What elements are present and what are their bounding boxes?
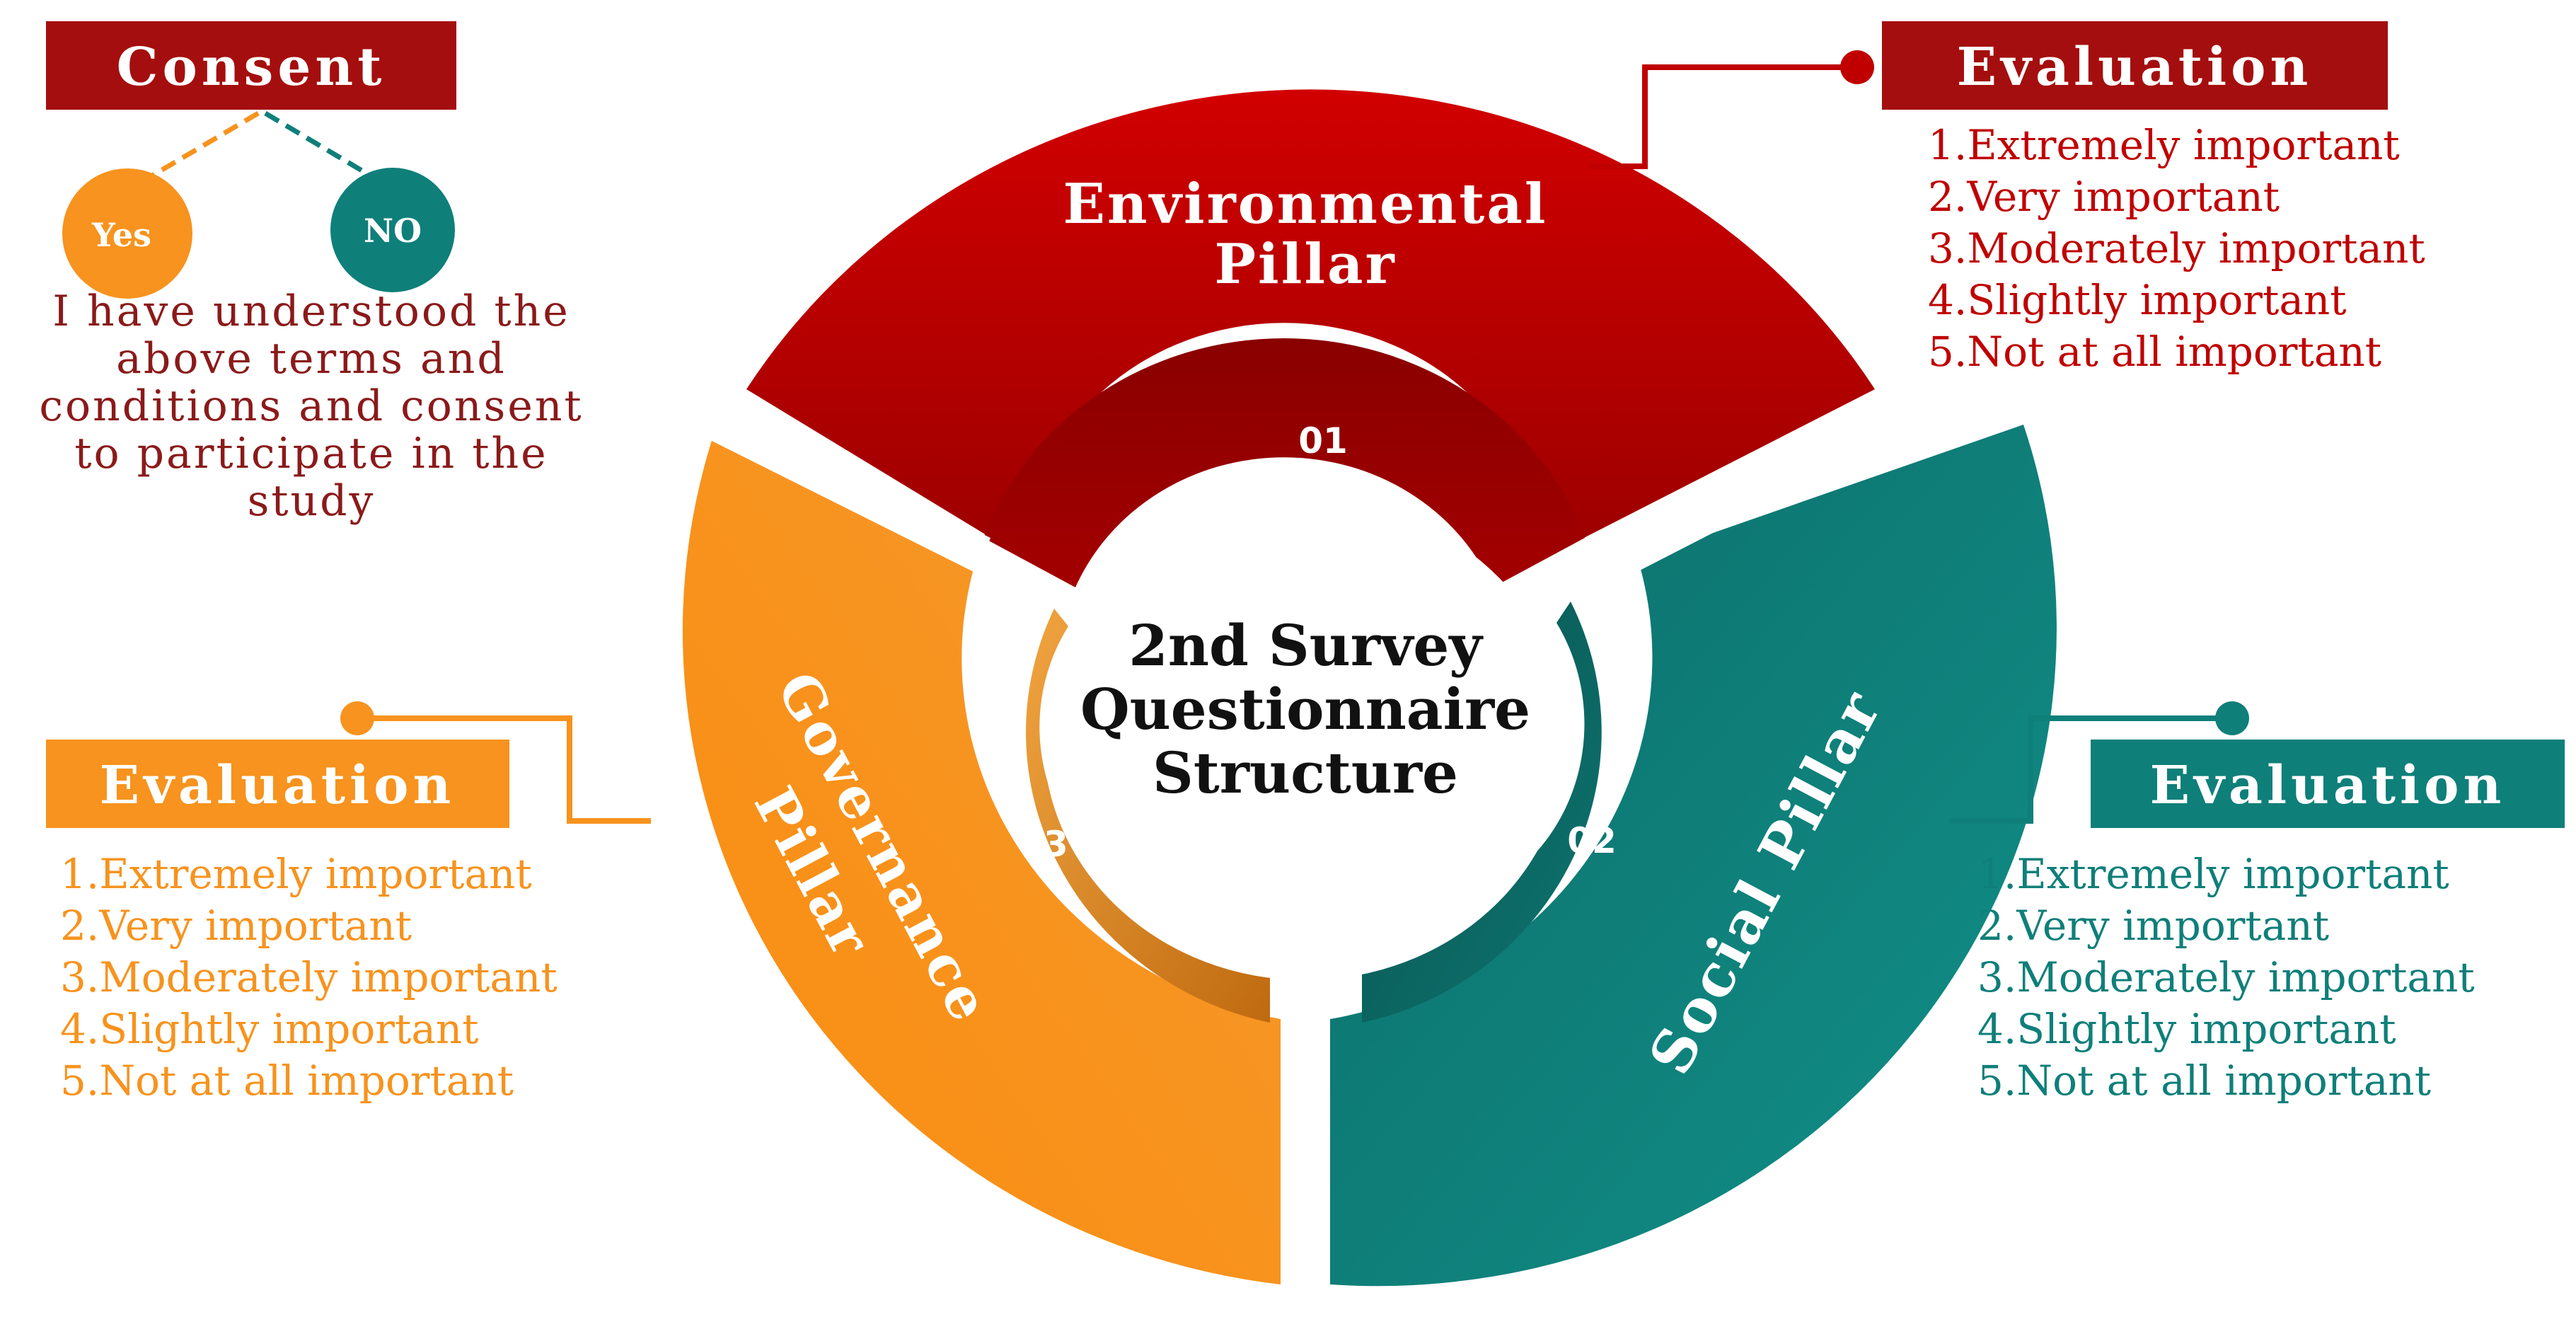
no-dashed-connector	[264, 110, 380, 183]
center-title-line-1: 2nd Survey	[1128, 612, 1484, 679]
environmental-number: 01	[1298, 420, 1348, 461]
social-number: 02	[1567, 820, 1617, 861]
environmental-evaluation-item-4: 4.Slightly important	[1928, 276, 2347, 324]
environmental-evaluation: Evaluation 1.Extremely important 2.Very …	[1588, 21, 2425, 376]
governance-connector	[357, 715, 651, 824]
social-segment	[1330, 425, 2057, 1287]
no-option[interactable]	[330, 168, 455, 292]
social-connector-dot	[2215, 701, 2249, 735]
governance-evaluation: Evaluation 1.Extremely important 2.Very …	[46, 701, 651, 1105]
consent-block: Consent Yes NO I have understood the abo…	[39, 21, 583, 526]
consent-statement-line-3: conditions and consent	[39, 381, 583, 431]
environmental-inner-band	[983, 338, 1585, 587]
environmental-pillar-line-1: Environmental	[1063, 172, 1547, 236]
consent-statement-line-2: above terms and	[116, 334, 507, 384]
center-disk	[1044, 499, 1567, 980]
social-evaluation-title: Evaluation	[2150, 755, 2506, 816]
environmental-evaluation-item-1: 1.Extremely important	[1928, 121, 2400, 169]
gap-env-soc	[1620, 407, 1903, 573]
consent-banner	[46, 21, 456, 110]
center-title-line-3: Structure	[1153, 740, 1458, 806]
no-label: NO	[364, 212, 422, 250]
governance-segment	[682, 432, 1281, 1284]
center-title: 2nd Survey Questionnaire Structure	[1080, 612, 1530, 806]
environmental-connector-dot	[1840, 50, 1874, 84]
governance-evaluation-title: Evaluation	[100, 755, 456, 816]
environmental-connector	[1588, 64, 1857, 169]
social-evaluation-item-1: 1.Extremely important	[1977, 850, 2449, 898]
governance-evaluation-item-4: 4.Slightly important	[60, 1005, 479, 1053]
governance-evaluation-item-2: 2.Very important	[60, 902, 412, 950]
yes-dashed-connector	[137, 110, 260, 187]
governance-evaluation-item-1: 1.Extremely important	[60, 850, 532, 898]
social-evaluation-item-3: 3.Moderately important	[1977, 953, 2475, 1001]
social-evaluation: Evaluation 1.Extremely important 2.Very …	[1949, 701, 2565, 1105]
governance-evaluation-item-3: 3.Moderately important	[60, 953, 558, 1001]
yes-option[interactable]	[62, 168, 192, 299]
governance-number: 03	[1019, 824, 1068, 865]
yes-label: Yes	[91, 216, 151, 254]
environmental-evaluation-item-5: 5.Not at all important	[1928, 328, 2381, 376]
governance-evaluation-item-5: 5.Not at all important	[60, 1057, 514, 1105]
governance-connector-dot	[340, 701, 374, 735]
ring-diagram	[682, 89, 2057, 1316]
social-evaluation-item-4: 4.Slightly important	[1977, 1005, 2396, 1053]
consent-statement-line-5: study	[248, 476, 376, 526]
environmental-evaluation-title: Evaluation	[1957, 37, 2313, 98]
gap-env-gov	[700, 407, 990, 573]
consent-statement-line-1: I have understood the	[52, 287, 570, 336]
environmental-evaluation-banner	[1882, 21, 2388, 110]
governance-evaluation-banner	[46, 740, 509, 828]
social-connector	[1949, 715, 2232, 824]
social-evaluation-banner	[2091, 740, 2565, 828]
center-title-line-2: Questionnaire	[1080, 676, 1530, 742]
social-evaluation-item-5: 5.Not at all important	[1977, 1057, 2431, 1105]
environmental-evaluation-item-2: 2.Very important	[1928, 173, 2280, 221]
consent-statement-line-4: to participate in the	[74, 429, 548, 478]
social-evaluation-item-2: 2.Very important	[1977, 902, 2329, 950]
environmental-pillar-line-2: Pillar	[1214, 232, 1396, 297]
consent-title: Consent	[117, 37, 386, 98]
environmental-segment	[746, 89, 1875, 560]
environmental-evaluation-item-3: 3.Moderately important	[1928, 224, 2425, 272]
environmental-pillar-label: Environmental Pillar 01	[1063, 172, 1547, 461]
